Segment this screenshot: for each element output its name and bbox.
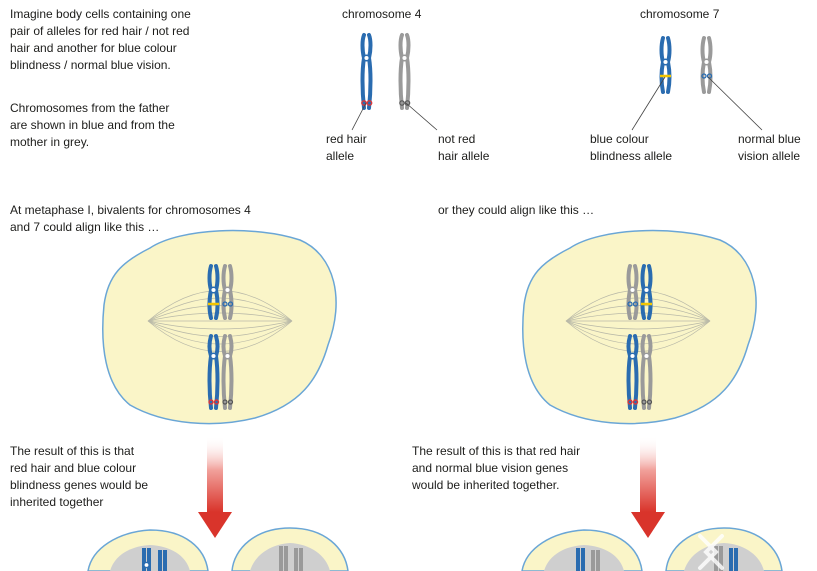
result-b-text: The result of this is that red hair and … [412, 444, 581, 492]
chr4-heading: chromosome 4 [342, 7, 422, 21]
not-red-hair-pointer [405, 102, 438, 131]
daughter-cell-a1 [87, 529, 209, 571]
intro-parents-text: Chromosomes from the father are shown in… [10, 101, 175, 149]
chr7-father-chromosome [659, 36, 672, 94]
cell-option-a [102, 229, 337, 425]
arrow-down-left [198, 436, 232, 538]
daughter-cell-b1 [521, 529, 643, 571]
watermark-logo-icon [698, 534, 724, 570]
chr4-father-chromosome [360, 33, 373, 110]
red-hair-allele-label: red hair allele [326, 132, 367, 163]
result-a-text: The result of this is that red hair and … [10, 444, 149, 509]
blue-blindness-allele-label: blue colour blindness allele [590, 132, 673, 163]
blue-blindness-pointer [631, 76, 666, 131]
metaphase-option-a-text: At metaphase I, bivalents for chromosome… [10, 203, 251, 234]
chr7-heading: chromosome 7 [640, 7, 720, 21]
daughter-cell-a2 [231, 527, 349, 571]
intro-alleles-text: Imagine body cells containing one pair o… [10, 7, 191, 72]
daughter-cell-b2 [665, 527, 783, 571]
red-hair-pointer [351, 102, 367, 131]
chr7-mother-chromosome [700, 36, 713, 94]
metaphase-option-b-text: or they could align like this … [438, 203, 595, 217]
not-red-hair-allele-label: not red hair allele [438, 132, 490, 163]
normal-blue-vision-allele-label: normal blue vision allele [738, 132, 801, 163]
normal-blue-pointer [707, 76, 763, 131]
chr4-mother-chromosome [398, 33, 411, 110]
arrow-down-right [631, 436, 665, 538]
cell-option-b [522, 229, 757, 425]
